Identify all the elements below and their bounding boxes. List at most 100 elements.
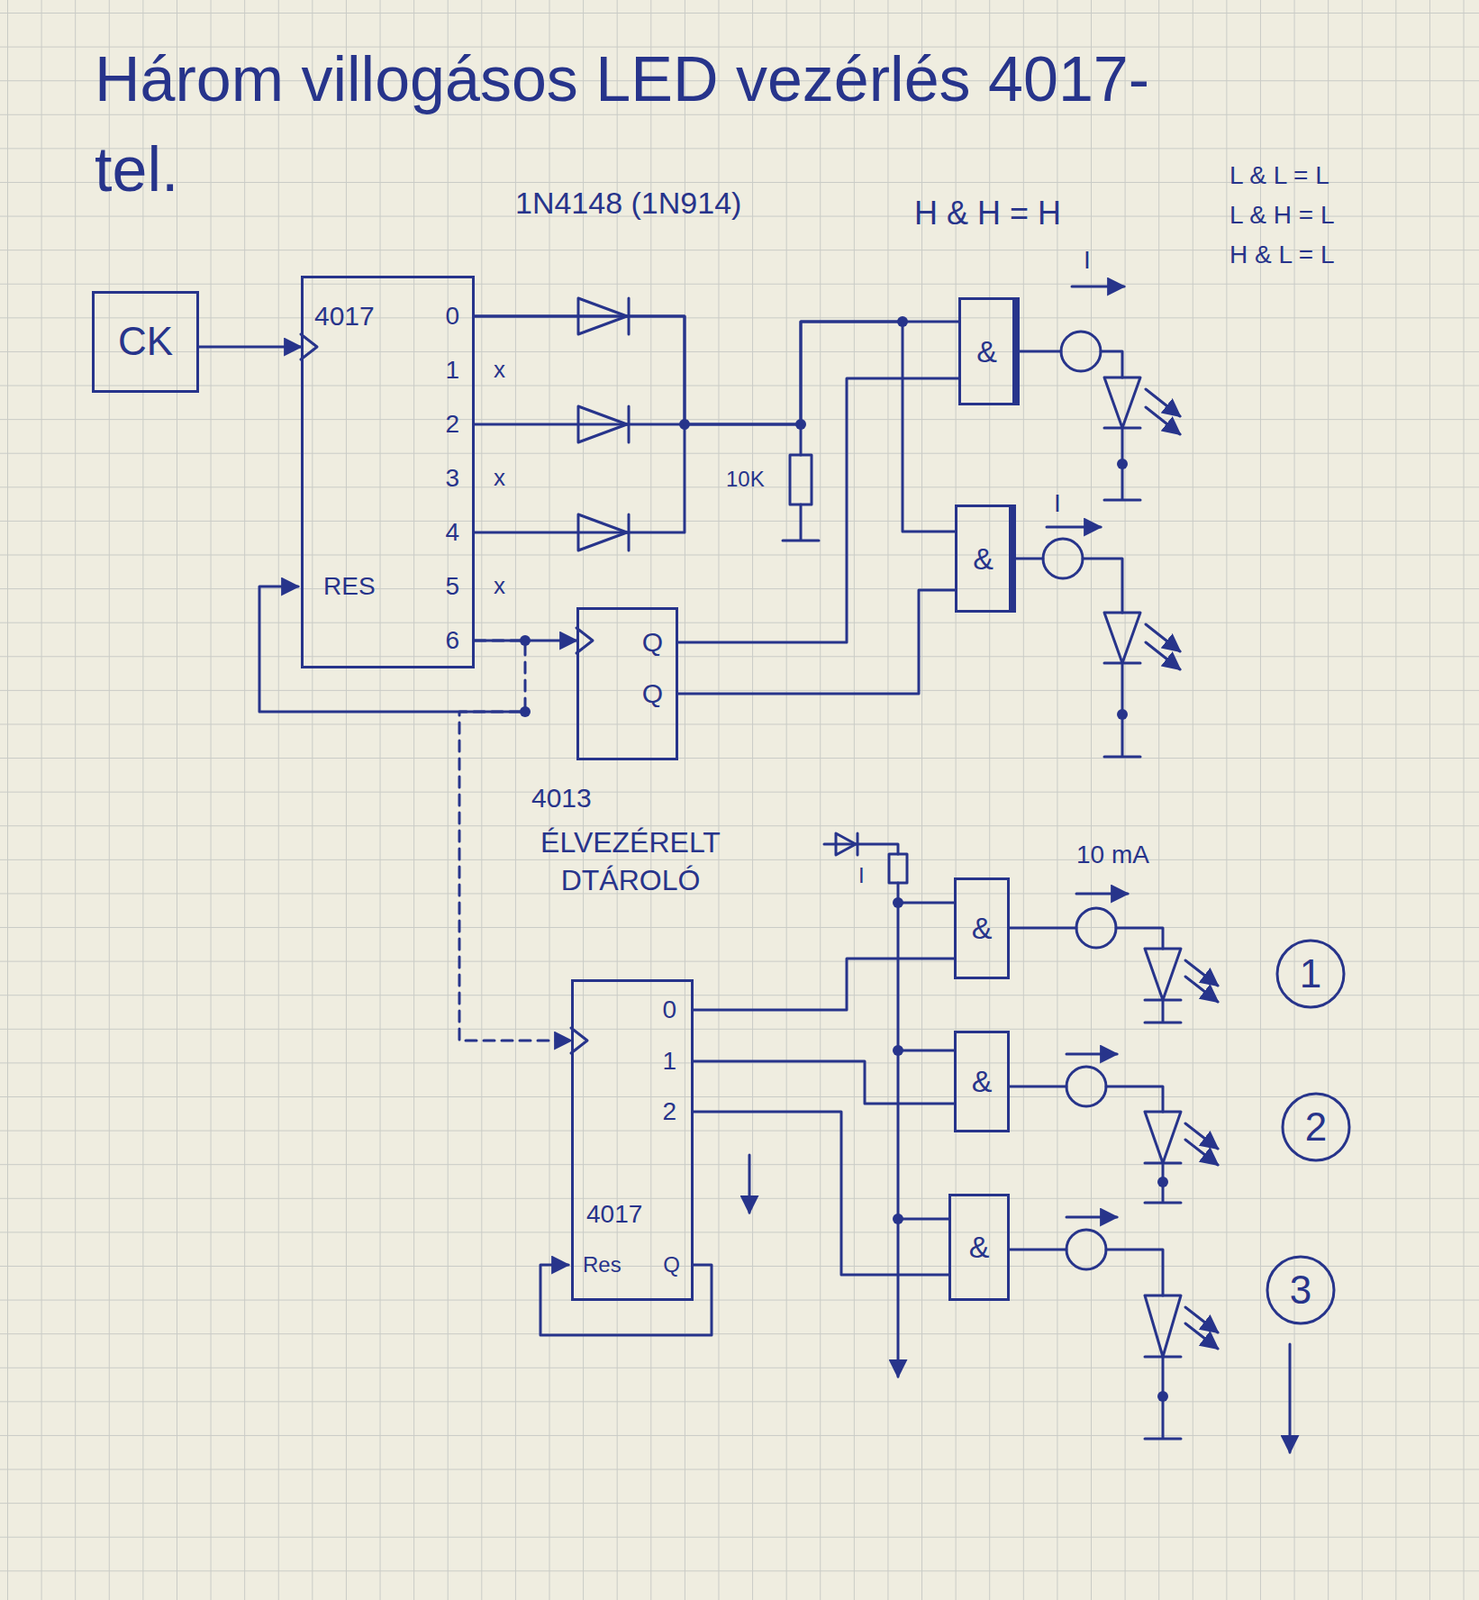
- light-arrow: [1185, 1139, 1218, 1165]
- callout-number: 1: [1299, 950, 1322, 999]
- resistor-symbol: [789, 454, 812, 505]
- pin-label: 6: [444, 625, 460, 656]
- circle-outline: [1267, 1256, 1334, 1324]
- wire: [1116, 927, 1163, 949]
- down-arrow: [748, 1154, 752, 1213]
- callout-circle: 2: [1279, 1090, 1352, 1163]
- signal-wire: [693, 1111, 949, 1275]
- counter-ic: 40170123456RES: [300, 275, 475, 669]
- current-source: [1076, 907, 1117, 948]
- pin-label: 3: [444, 462, 460, 494]
- down-arrow: [1288, 1343, 1292, 1452]
- signal-wire: [474, 316, 955, 532]
- part-number: 4013: [531, 781, 592, 815]
- wire: [1144, 1162, 1181, 1203]
- block-label: CK: [117, 317, 173, 366]
- gate-symbol: &: [969, 1228, 990, 1266]
- light-arrow: [1185, 976, 1218, 1002]
- pin-label: 1: [662, 1045, 677, 1077]
- wire: [1106, 1086, 1163, 1112]
- led-symbol: [1104, 377, 1141, 428]
- resistor-symbol: [889, 853, 908, 883]
- current-label: I: [1083, 244, 1091, 276]
- junction-group: [519, 316, 1169, 1402]
- wire: [1100, 351, 1123, 378]
- wire: [1144, 999, 1181, 1023]
- light-arrow: [1145, 407, 1180, 435]
- circle-outline: [1277, 940, 1344, 1008]
- current-label: I: [858, 862, 865, 890]
- gate-symbol: &: [971, 909, 993, 947]
- signal-wire: [678, 378, 959, 643]
- junction-dot: [1116, 708, 1128, 720]
- wire: [1082, 558, 1123, 613]
- wire: [1009, 1248, 1067, 1252]
- unused-pin-mark: x: [493, 571, 506, 600]
- current-arrow: [1066, 1215, 1117, 1219]
- truth-table-row: H & H = H: [914, 193, 1062, 233]
- wire: [474, 424, 685, 533]
- pin-label: 0: [444, 300, 460, 332]
- wire: [1144, 1356, 1181, 1439]
- and-gate: &: [953, 1030, 1010, 1133]
- gate-symbol: &: [972, 540, 994, 578]
- wire: [898, 902, 954, 1219]
- light-arrow: [1145, 642, 1180, 670]
- wire: [1016, 557, 1044, 561]
- gate-symbol: &: [976, 333, 998, 371]
- wire: [259, 586, 526, 712]
- current-source: [1066, 1066, 1107, 1107]
- callout-number: 2: [1305, 1103, 1327, 1152]
- wire: [1019, 350, 1062, 354]
- signal-wire: [678, 589, 955, 694]
- junction-dot: [1157, 1176, 1169, 1188]
- pin-label: RES: [323, 571, 376, 602]
- junction-dot: [1157, 1390, 1169, 1402]
- truth-table-row: H & L = L: [1229, 239, 1334, 271]
- current-value: 10 mA: [1076, 839, 1150, 871]
- current-source: [1043, 538, 1083, 579]
- and-gate: &: [948, 1193, 1010, 1301]
- callout-circle: 1: [1274, 937, 1347, 1010]
- pin-label: 4: [444, 517, 460, 548]
- signal-wire: [693, 1061, 954, 1104]
- pin-label: Q: [642, 677, 663, 710]
- current-label: I: [1053, 488, 1062, 519]
- connector-group: [199, 316, 959, 1275]
- chip-label: 4017: [586, 1198, 643, 1230]
- truth-table-row: L & H = L: [1229, 199, 1334, 231]
- led-symbol: [1144, 948, 1181, 1000]
- callout-circle: 3: [1264, 1253, 1337, 1326]
- wire: [1009, 926, 1077, 930]
- circle-outline: [1282, 1093, 1350, 1161]
- gate-symbol: &: [971, 1062, 993, 1100]
- unused-pin-mark: x: [493, 355, 506, 384]
- junction-dot: [892, 897, 904, 908]
- current-arrow: [1071, 285, 1125, 289]
- pin-label: Q: [642, 626, 663, 659]
- resistor-value: 10K: [725, 466, 765, 493]
- signal-wire: [474, 639, 577, 643]
- led-symbol: [1144, 1111, 1181, 1163]
- current-arrow: [1066, 1052, 1117, 1056]
- wire: [1106, 1249, 1163, 1296]
- callout-number: 3: [1289, 1266, 1312, 1315]
- flip-flop-ic: QQ: [576, 607, 679, 761]
- pin-label: Res: [582, 1252, 622, 1279]
- counter-ic: 0124017ResQ: [571, 979, 694, 1301]
- and-gate: &: [954, 504, 1017, 613]
- led-symbol: [1144, 1295, 1181, 1357]
- current-arrow: [1046, 526, 1101, 529]
- note: ÉLVEZÉRELT DTÁROLÓ: [481, 824, 780, 899]
- pin-label: 0: [662, 994, 677, 1026]
- truth-table-row: L & L = L: [1229, 160, 1330, 191]
- and-gate: &: [958, 297, 1020, 406]
- junction-dot: [892, 1044, 904, 1056]
- wire: [1104, 427, 1141, 500]
- led-symbol: [1104, 612, 1141, 663]
- wiring-group: [259, 286, 1290, 1452]
- pin-label: 2: [662, 1096, 677, 1127]
- junction-dot: [1116, 458, 1128, 470]
- current-source: [1061, 331, 1101, 372]
